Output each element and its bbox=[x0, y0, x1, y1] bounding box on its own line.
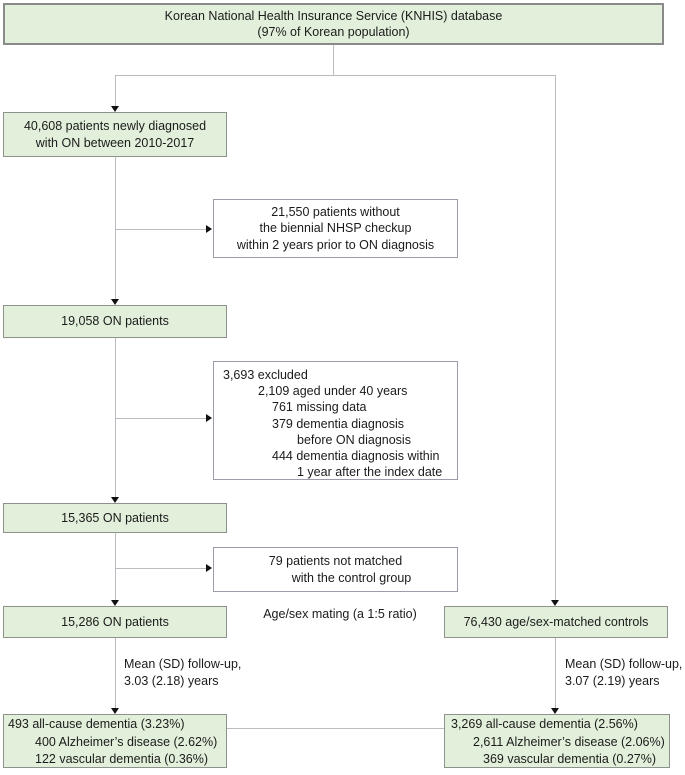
on-patients-15365-label: 15,365 ON patients bbox=[61, 510, 169, 525]
connector-outcome-link bbox=[227, 728, 444, 729]
dementia-outcome-controls-box: 3,269 all-cause dementia (2.56%) 2,611 A… bbox=[444, 714, 670, 768]
dementia-outcome-on-box: 493 all-cause dementia (3.23%) 400 Alzhe… bbox=[3, 714, 227, 768]
knhis-database-box: Korean National Health Insurance Service… bbox=[3, 3, 664, 45]
excluded-line-6: 444 dementia diagnosis within bbox=[272, 449, 440, 464]
arrow-down-icon bbox=[111, 106, 119, 112]
knhis-database-line-1: Korean National Health Insurance Service… bbox=[164, 8, 503, 23]
outcome-on-line-2: 400 Alzheimer’s disease (2.62%) bbox=[35, 734, 218, 749]
newly-diagnosed-line-1: 40,608 patients newly diagnosed bbox=[23, 119, 207, 133]
arrow-right-icon bbox=[206, 414, 212, 422]
followup-on-label: Mean (SD) follow-up, 3.03 (2.18) years bbox=[124, 656, 241, 689]
not-matched-line-2: with the control group bbox=[291, 570, 412, 585]
on-patients-19058-box: 19,058 ON patients bbox=[3, 305, 227, 338]
excluded-line-5: before ON diagnosis bbox=[297, 432, 411, 447]
on-patients-15286-label: 15,286 ON patients bbox=[61, 614, 169, 629]
no-checkup-exclusion-box: 21,550 patients without the biennial NHS… bbox=[213, 199, 458, 258]
on-patients-15286-box: 15,286 ON patients bbox=[3, 606, 227, 638]
arrow-right-icon bbox=[206, 225, 212, 233]
newly-diagnosed-box: 40,608 patients newly diagnosed with ON … bbox=[3, 112, 227, 157]
arrow-down-icon bbox=[551, 600, 559, 606]
knhis-database-line-2: (97% of Korean population) bbox=[257, 25, 410, 39]
followup-controls-line-1: Mean (SD) follow-up, bbox=[565, 657, 683, 671]
connector-top-split bbox=[115, 75, 555, 76]
connector-branch-no-checkup bbox=[115, 229, 206, 230]
followup-on-line-2: 3.03 (2.18) years bbox=[124, 673, 219, 688]
connector-left-drop-5 bbox=[115, 638, 116, 708]
connector-left-drop-3 bbox=[115, 338, 116, 497]
connector-right-drop-1 bbox=[555, 75, 556, 600]
connector-branch-not-matched bbox=[115, 568, 206, 569]
excluded-3693-box: 3,693 excluded 2,109 aged under 40 years… bbox=[213, 361, 458, 480]
excluded-line-1: 3,693 excluded bbox=[223, 368, 308, 382]
arrow-right-icon bbox=[206, 564, 212, 572]
excluded-line-7: 1 year after the index date bbox=[297, 465, 443, 480]
matched-controls-box: 76,430 age/sex-matched controls bbox=[444, 606, 668, 638]
connector-top-stem bbox=[333, 45, 334, 75]
no-checkup-line-2: the biennial NHSP checkup bbox=[259, 221, 412, 236]
connector-left-drop-1 bbox=[115, 75, 116, 107]
outcome-on-line-3: 122 vascular dementia (0.36%) bbox=[35, 752, 209, 767]
followup-on-line-1: Mean (SD) follow-up, bbox=[124, 657, 242, 671]
age-sex-matching-label: Age/sex mating (a 1:5 ratio) bbox=[263, 607, 417, 621]
connector-left-drop-4 bbox=[115, 533, 116, 600]
on-patients-19058-label: 19,058 ON patients bbox=[61, 314, 169, 329]
outcome-controls-line-3: 369 vascular dementia (0.27%) bbox=[483, 752, 657, 767]
not-matched-line-1: 79 patients not matched bbox=[268, 554, 403, 568]
outcome-on-line-1: 493 all-cause dementia (3.23%) bbox=[8, 717, 185, 731]
arrow-down-icon bbox=[111, 708, 119, 714]
arrow-down-icon bbox=[551, 708, 559, 714]
connector-right-drop-2 bbox=[555, 638, 556, 708]
connector-left-drop-2 bbox=[115, 157, 116, 299]
newly-diagnosed-line-2: with ON between 2010-2017 bbox=[35, 135, 195, 150]
arrow-down-icon bbox=[111, 497, 119, 503]
arrow-down-icon bbox=[111, 600, 119, 606]
outcome-controls-line-1: 3,269 all-cause dementia (2.56%) bbox=[451, 717, 638, 731]
no-checkup-line-1: 21,550 patients without bbox=[271, 204, 400, 219]
excluded-line-3: 761 missing data bbox=[272, 400, 367, 415]
excluded-line-4: 379 dementia diagnosis bbox=[272, 416, 405, 431]
not-matched-box: 79 patients not matched with the control… bbox=[213, 547, 458, 592]
connector-branch-excluded bbox=[115, 418, 206, 419]
no-checkup-line-3: within 2 years prior to ON diagnosis bbox=[236, 237, 435, 252]
matched-controls-label: 76,430 age/sex-matched controls bbox=[463, 614, 649, 629]
excluded-line-2: 2,109 aged under 40 years bbox=[258, 384, 408, 399]
arrow-down-icon bbox=[111, 299, 119, 305]
on-patients-15365-box: 15,365 ON patients bbox=[3, 503, 227, 533]
followup-controls-line-2: 3.07 (2.19) years bbox=[565, 673, 660, 688]
outcome-controls-line-2: 2,611 Alzheimer’s disease (2.06%) bbox=[473, 734, 665, 749]
followup-controls-label: Mean (SD) follow-up, 3.07 (2.19) years bbox=[565, 656, 682, 689]
